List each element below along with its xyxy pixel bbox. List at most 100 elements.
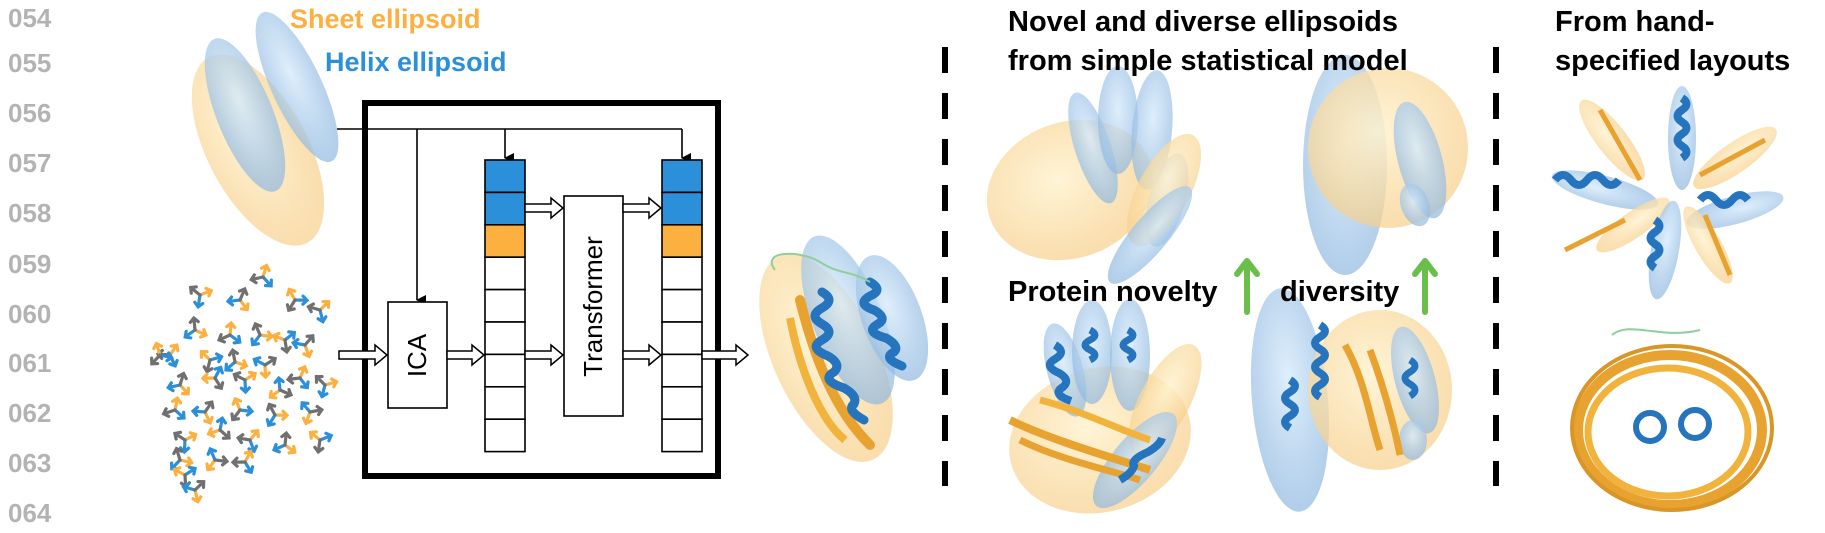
flow-arrow <box>338 343 389 367</box>
token-cell-empty <box>661 321 703 356</box>
residue-frame-icon <box>271 330 297 355</box>
residue-frame-icon <box>300 401 325 426</box>
residue-frames-cluster <box>150 263 339 504</box>
residue-frame-icon <box>224 348 249 372</box>
alpha-helix <box>859 277 907 371</box>
diversity-metric-label: diversity <box>1280 276 1400 308</box>
residue-frame-icon <box>285 364 310 390</box>
residue-frame-icon <box>225 286 250 312</box>
novelty-metric-label: Protein novelty <box>1008 276 1218 308</box>
pipeline-diagram <box>337 100 750 479</box>
token-cell-sheet <box>661 224 703 259</box>
flow-arrow <box>701 343 750 367</box>
ica-label-wrapper: ICA <box>388 302 447 408</box>
residue-frame-icon <box>271 430 297 455</box>
hand-section-title-line2: specified layouts <box>1555 45 1791 77</box>
token-cell-helix <box>661 159 703 194</box>
residue-frame-icon <box>199 349 224 374</box>
residue-frame-icon <box>249 263 273 288</box>
residue-frame-icon <box>206 416 231 440</box>
token-column-output <box>661 159 703 453</box>
token-cell-empty <box>484 256 526 291</box>
flow-arrow <box>524 196 565 220</box>
residue-frame-icon <box>205 446 230 472</box>
residue-frame-icon <box>166 371 190 396</box>
residue-frame-icon <box>230 449 255 475</box>
token-cell-helix <box>484 191 526 226</box>
line-number: 054 <box>8 3 52 33</box>
residue-frame-icon <box>183 315 208 340</box>
ica-label: ICA <box>402 333 432 377</box>
token-cell-empty <box>484 353 526 388</box>
model-box <box>362 100 721 479</box>
token-cell-helix <box>661 191 703 226</box>
token-cell-sheet <box>484 224 526 259</box>
flow-arrows <box>338 196 750 367</box>
residue-frame-icon <box>314 374 339 399</box>
residue-frame-icon <box>188 285 214 310</box>
helix-ellipsoid <box>204 38 286 192</box>
line-number: 064 <box>8 498 52 528</box>
loop <box>771 252 871 283</box>
line-number: 059 <box>8 249 52 279</box>
token-cell-empty <box>661 256 703 291</box>
transformer-block <box>563 195 624 417</box>
token-column-input <box>484 159 526 453</box>
residue-frame-icon <box>173 430 198 455</box>
hand-specified-protein-2 <box>1570 328 1774 512</box>
sheet-ellipsoid-label: Sheet ellipsoid <box>290 4 481 34</box>
helix-ellipsoid <box>255 11 339 163</box>
flow-arrow <box>446 343 486 367</box>
residue-frame-icon <box>230 396 255 422</box>
line-number: 062 <box>8 398 52 428</box>
residue-frame-icon <box>235 429 260 454</box>
flow-arrow <box>622 196 663 220</box>
line-number: 061 <box>8 348 52 378</box>
residue-frame-icon <box>161 396 186 420</box>
token-cell-empty <box>484 385 526 420</box>
ica-block <box>387 301 448 409</box>
residue-frame-icon <box>268 375 294 400</box>
generated-protein <box>759 235 929 462</box>
residue-frame-icon <box>252 355 278 380</box>
line-number: 057 <box>8 148 52 178</box>
line-number: 056 <box>8 98 52 128</box>
beta-strand <box>786 317 848 444</box>
residue-frame-icon <box>290 334 315 359</box>
token-cell-empty <box>484 288 526 323</box>
alpha-helix <box>810 287 869 425</box>
token-cell-empty <box>484 418 526 453</box>
ellipsoid-sample-1 <box>986 66 1202 284</box>
token-cell-empty <box>661 385 703 420</box>
flow-arrow <box>524 343 565 367</box>
residue-frame-icon <box>265 402 290 428</box>
line-number: 063 <box>8 448 52 478</box>
token-cell-empty <box>661 288 703 323</box>
protein-sample-2 <box>1250 288 1452 512</box>
transformer-label: Transformer <box>578 235 608 377</box>
token-cell-helix <box>484 159 526 194</box>
trend-up-arrow-novelty <box>1234 258 1260 315</box>
flow-arrow <box>622 343 663 367</box>
ellipsoid-sample-2 <box>1303 55 1468 275</box>
line-number: 055 <box>8 48 52 78</box>
legend-ellipsoids <box>191 11 339 246</box>
token-cell-empty <box>661 418 703 453</box>
hand-section-title-line1: From hand- <box>1555 6 1715 38</box>
residue-frame-icon <box>181 479 206 504</box>
token-cell-empty <box>661 353 703 388</box>
residue-frame-icon <box>285 287 310 313</box>
transformer-label-wrapper: Transformer <box>564 196 623 416</box>
residue-frame-icon <box>250 321 275 347</box>
residue-frame-icon <box>200 365 225 391</box>
residue-frame-icon <box>306 299 331 324</box>
residue-frame-icon <box>216 320 242 345</box>
helix-ellipsoid-label: Helix ellipsoid <box>325 47 507 77</box>
hand-specified-protein-1 <box>1551 86 1784 300</box>
residue-frame-icon <box>232 370 258 395</box>
novel-section-title-line2: from simple statistical model <box>1008 45 1408 77</box>
residue-frame-icon <box>150 341 174 366</box>
line-number: 060 <box>8 299 52 329</box>
helix-ellipsoid <box>801 235 895 405</box>
